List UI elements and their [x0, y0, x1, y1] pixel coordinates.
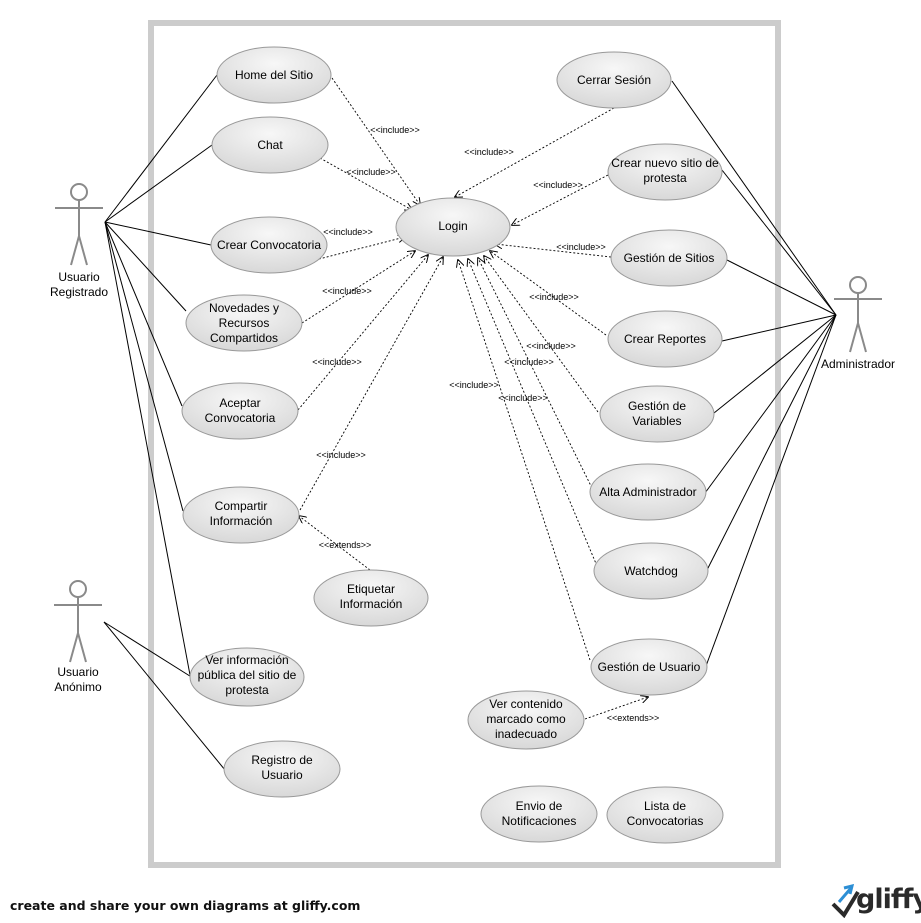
use-case-label: Gestión de Sitios — [624, 251, 715, 265]
use-case-gestion-usuario[interactable]: Gestión de Usuario — [590, 638, 708, 696]
use-case-crear-sitio[interactable]: Crear nuevo sitio de protesta — [607, 143, 723, 201]
use-case-gestion-sitios[interactable]: Gestión de Sitios — [610, 229, 728, 287]
use-case-label: Información — [210, 514, 273, 528]
use-case-label: Registro de — [251, 753, 313, 767]
actor-label: Registrado — [50, 285, 108, 299]
use-case-gestion-variables[interactable]: Gestión de Variables — [599, 385, 715, 443]
actor-usuario-registrado[interactable] — [55, 183, 103, 266]
footer-text[interactable]: create and share your own diagrams at gl… — [10, 898, 361, 913]
use-case-ver-info[interactable]: Ver información pública del sitio de pro… — [189, 647, 305, 707]
include-label: <<include>> — [504, 357, 554, 367]
use-case-label: Recursos — [219, 316, 270, 330]
use-case-lista[interactable]: Lista de Convocatorias — [606, 786, 724, 844]
use-case-label: inadecuado — [495, 727, 557, 741]
use-case-novedades[interactable]: Novedades y Recursos Compartidos — [185, 294, 303, 352]
include-label: <<include>> — [498, 393, 548, 403]
use-case-login[interactable]: Login — [395, 197, 511, 257]
extends-label: <<extends>> — [607, 713, 660, 723]
gliffy-logo[interactable]: gliffy — [830, 883, 921, 919]
use-case-ver-contenido[interactable]: Ver contenido marcado como inadecuado — [467, 690, 585, 750]
use-case-label: Convocatorias — [627, 814, 704, 828]
use-case-watchdog[interactable]: Watchdog — [593, 542, 709, 600]
use-case-crear-convocatoria[interactable]: Crear Convocatoria — [210, 216, 328, 274]
include-label: <<include>> — [322, 286, 372, 296]
use-case-label: Lista de — [644, 799, 686, 813]
use-case-label: Información — [340, 597, 403, 611]
use-case-label: Etiquetar — [347, 582, 395, 596]
include-label: <<include>> — [312, 357, 362, 367]
use-case-label: Gestión de Usuario — [598, 660, 701, 674]
use-case-label: marcado como — [486, 712, 566, 726]
use-case-label: Alta Administrador — [599, 485, 696, 499]
use-case-home[interactable]: Home del Sitio — [216, 46, 332, 104]
use-case-label: Convocatoria — [205, 411, 276, 425]
registrado-associations — [104, 74, 218, 676]
use-case-label: Envio de — [516, 799, 563, 813]
use-case-label: Home del Sitio — [235, 68, 313, 82]
use-case-etiquetar[interactable]: Etiquetar Información — [313, 569, 429, 627]
actor-label: Usuario — [58, 270, 100, 284]
extends-label: <<extends>> — [319, 540, 372, 550]
include-label: <<include>> — [316, 450, 366, 460]
use-case-label: Variables — [632, 414, 681, 428]
use-case-label: Compartir — [215, 499, 268, 513]
use-case-label: Notificaciones — [502, 814, 577, 828]
use-case-alta-admin[interactable]: Alta Administrador — [589, 463, 707, 521]
include-label: <<include>> — [464, 147, 514, 157]
include-label: <<include>> — [346, 167, 396, 177]
include-label: <<include>> — [323, 227, 373, 237]
system-boundary — [148, 20, 781, 868]
include-label: <<include>> — [529, 292, 579, 302]
anonimo-associations — [103, 621, 226, 771]
use-case-chat[interactable]: Chat — [211, 116, 329, 174]
use-case-label: Aceptar — [219, 396, 260, 410]
use-case-label: Cerrar Sesión — [577, 73, 651, 87]
include-label: <<include>> — [526, 341, 576, 351]
use-case-aceptar[interactable]: Aceptar Convocatoria — [181, 382, 299, 440]
include-label: <<include>> — [370, 125, 420, 135]
use-case-label: Crear nuevo sitio de — [611, 156, 719, 170]
include-label: <<include>> — [533, 180, 583, 190]
use-case-envio[interactable]: Envio de Notificaciones — [480, 785, 598, 843]
use-case-label: Watchdog — [624, 564, 678, 578]
actor-label: Administrador — [821, 357, 895, 371]
use-case-label: protesta — [643, 171, 687, 185]
use-case-label: pública del sitio de — [198, 668, 297, 682]
extends-relations — [299, 516, 648, 720]
use-case-label: Usuario — [261, 768, 303, 782]
actor-usuario-anonimo[interactable] — [54, 580, 102, 663]
use-case-registro[interactable]: Registro de Usuario — [223, 740, 341, 798]
gliffy-logo-icon — [831, 883, 860, 919]
use-case-compartir[interactable]: Compartir Información — [182, 486, 300, 544]
use-case-label: protesta — [225, 683, 269, 697]
use-case-label: Crear Convocatoria — [217, 238, 321, 252]
use-case-cerrar-sesion[interactable]: Cerrar Sesión — [556, 51, 672, 109]
use-case-label: Chat — [257, 138, 283, 152]
use-case-label: Ver contenido — [489, 697, 563, 711]
use-case-crear-reportes[interactable]: Crear Reportes — [607, 310, 723, 368]
use-case-label: Login — [438, 219, 467, 233]
use-case-label: Novedades y — [209, 301, 279, 315]
use-case-label: Ver información — [205, 653, 288, 667]
include-label: <<include>> — [449, 380, 499, 390]
include-labels: <<include>> <<include>> <<include>> <<in… — [312, 125, 659, 723]
actor-administrador[interactable] — [834, 276, 882, 353]
use-case-label: Gestión de — [628, 399, 686, 413]
use-case-label: Crear Reportes — [624, 332, 706, 346]
use-case-label: Compartidos — [210, 331, 278, 345]
gliffy-logo-text: gliffy — [856, 884, 921, 915]
include-label: <<include>> — [556, 242, 606, 252]
admin-associations — [671, 80, 837, 667]
include-relations — [297, 77, 615, 661]
actor-label: Anónimo — [54, 680, 102, 694]
actor-label: Usuario — [57, 665, 99, 679]
